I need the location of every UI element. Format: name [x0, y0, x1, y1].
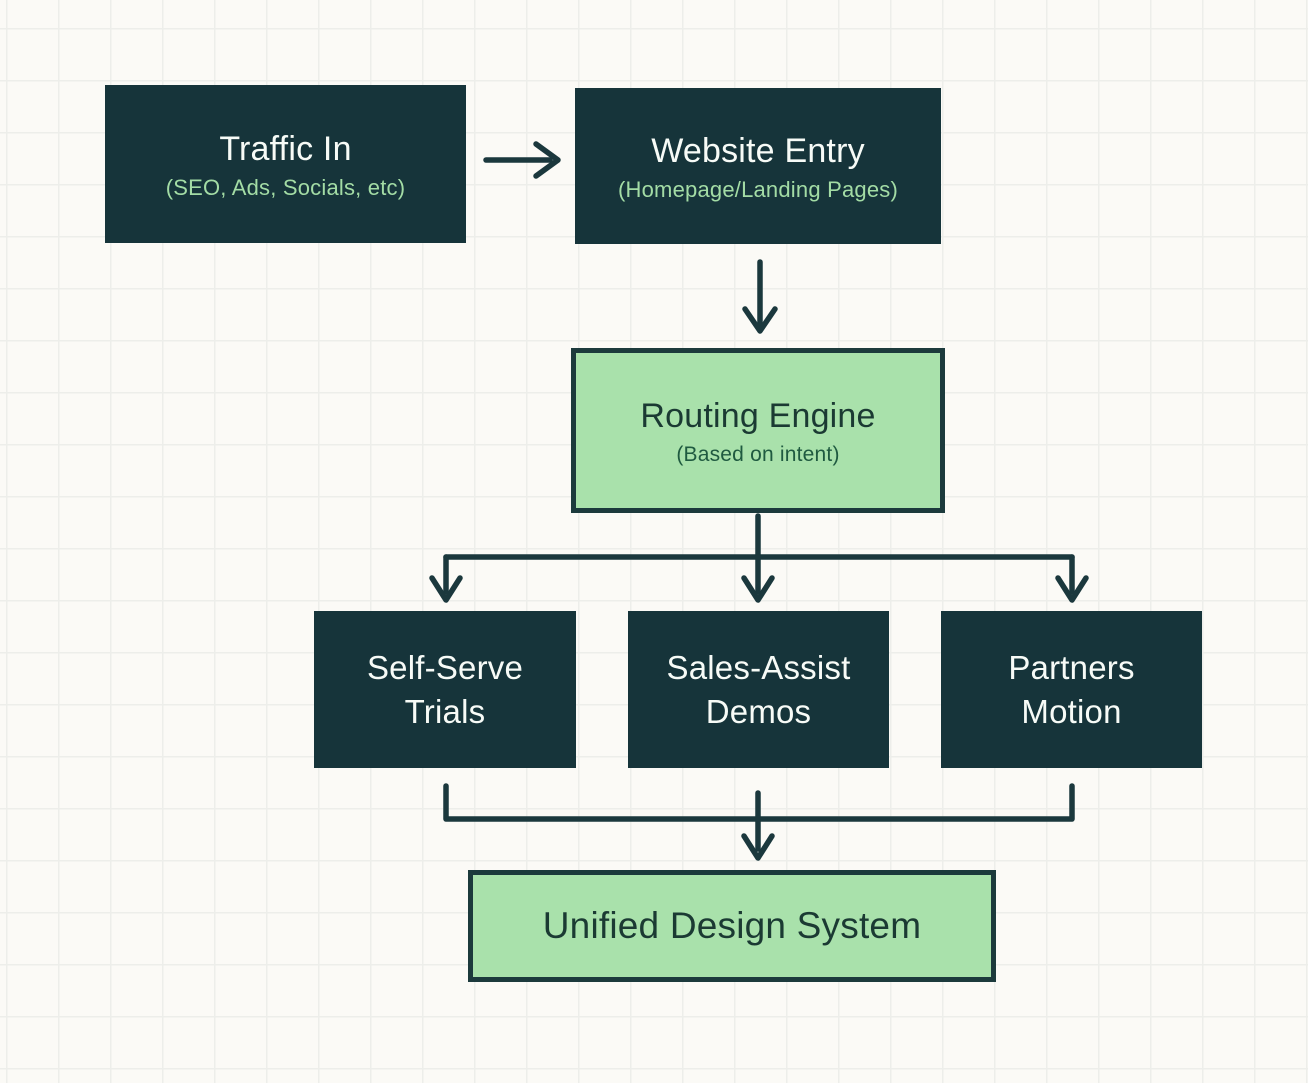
- node-unified-design-system: Unified Design System: [468, 870, 996, 982]
- node-unified-design-system-title: Unified Design System: [542, 904, 922, 946]
- node-routing-engine-title: Routing Engine: [640, 397, 876, 436]
- node-routing-engine-subtitle: (Based on intent): [676, 442, 840, 466]
- node-website-entry: Website Entry (Homepage/Landing Pages): [575, 88, 941, 244]
- node-traffic-in-subtitle: (SEO, Ads, Socials, etc): [165, 175, 406, 201]
- node-partners-motion-title: Partners Motion: [1008, 648, 1135, 730]
- node-self-serve-trials: Self-Serve Trials: [314, 611, 576, 768]
- arrow-traffic-to-website: [483, 141, 561, 179]
- node-traffic-in-title: Traffic In: [219, 129, 352, 168]
- node-website-entry-title: Website Entry: [651, 131, 865, 170]
- node-routing-engine: Routing Engine (Based on intent): [571, 348, 945, 513]
- arrow-routing-branch: [429, 513, 1089, 603]
- node-partners-motion: Partners Motion: [941, 611, 1202, 768]
- node-sales-assist-demos-title: Sales-Assist Demos: [666, 648, 851, 730]
- node-website-entry-subtitle: (Homepage/Landing Pages): [618, 177, 898, 203]
- node-sales-assist-demos: Sales-Assist Demos: [628, 611, 889, 768]
- arrow-website-to-routing: [742, 259, 778, 334]
- node-traffic-in: Traffic In (SEO, Ads, Socials, etc): [105, 85, 466, 243]
- node-self-serve-trials-title: Self-Serve Trials: [366, 648, 524, 730]
- arrow-converge-to-unified: [443, 783, 1075, 861]
